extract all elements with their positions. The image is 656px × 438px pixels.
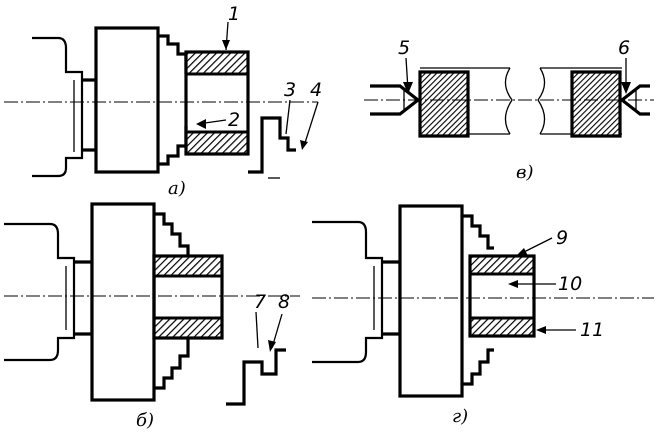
label-2: 2 bbox=[228, 109, 240, 131]
caption-g: г) bbox=[452, 406, 468, 427]
label-5: 5 bbox=[398, 37, 410, 59]
label-6: 6 bbox=[618, 37, 630, 59]
view-g: 9 10 11 г) bbox=[312, 204, 654, 427]
label-1: 1 bbox=[228, 3, 240, 25]
label-7: 7 bbox=[254, 291, 266, 313]
caption-a: а) bbox=[168, 178, 186, 199]
label-10: 10 bbox=[558, 273, 582, 295]
label-9: 9 bbox=[556, 227, 568, 249]
view-a: 1 2 3 4 а) bbox=[4, 3, 322, 199]
label-8: 8 bbox=[278, 291, 290, 313]
view-b: 7 8 б) bbox=[4, 202, 300, 431]
view-v: 5 6 в) bbox=[364, 37, 654, 183]
caption-b: б) bbox=[136, 410, 154, 431]
label-3: 3 bbox=[284, 79, 296, 101]
label-4: 4 bbox=[310, 79, 322, 101]
caption-v: в) bbox=[516, 162, 534, 183]
label-11: 11 bbox=[580, 319, 604, 341]
